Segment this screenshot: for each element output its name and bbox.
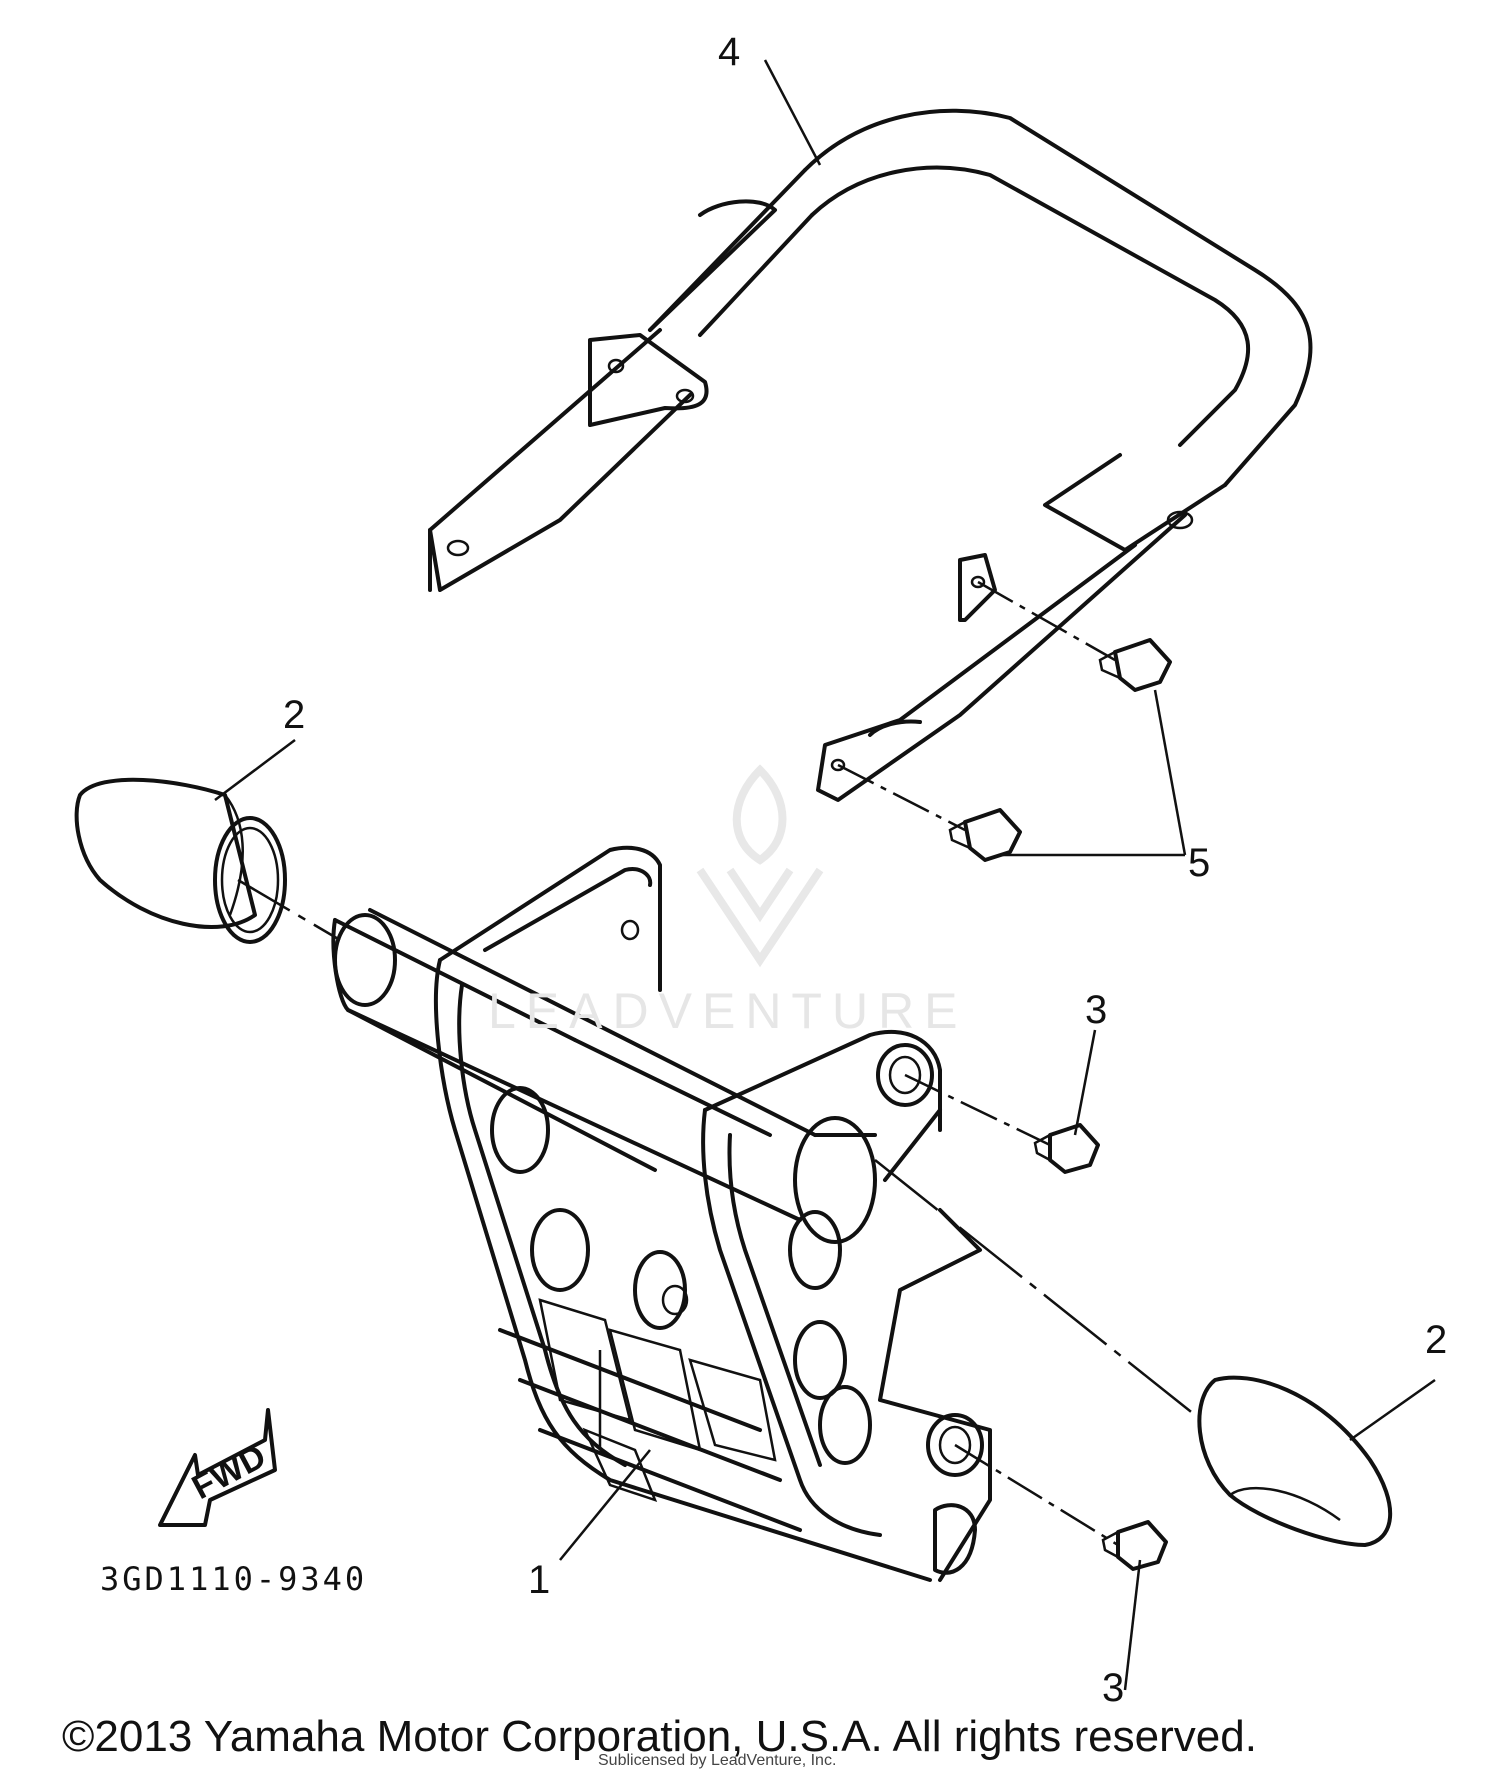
assembly-lines — [214, 59, 1436, 1691]
bolt-part-5-upper — [1098, 638, 1172, 692]
watermark-text: LEADVENTURE — [488, 983, 968, 1039]
cross-tube-part — [346, 908, 877, 1244]
part-code: 3GD1110-9340 — [100, 1560, 368, 1598]
leadventure-logo-icon — [696, 764, 824, 968]
end-cap-part-right — [1197, 1375, 1393, 1547]
bolt-part-3-lower — [1101, 1520, 1168, 1571]
callout-5: 5 — [1188, 841, 1211, 885]
sublicense-notice: Sublicensed by LeadVenture, Inc. — [598, 1752, 837, 1769]
callout-3-top: 3 — [1085, 988, 1108, 1032]
fwd-label: FWD — [186, 1437, 272, 1507]
skid-plate-part — [331, 845, 992, 1582]
fwd-arrow-icon: FWD — [158, 1408, 277, 1527]
callout-2-left: 2 — [283, 693, 306, 737]
callout-3-bottom: 3 — [1102, 1666, 1125, 1710]
callout-4: 4 — [718, 30, 741, 74]
callout-2-right: 2 — [1425, 1318, 1448, 1362]
end-cap-part-left — [74, 777, 287, 944]
callout-1: 1 — [528, 1558, 551, 1602]
bolt-part-5-lower — [948, 808, 1022, 862]
grab-bar-part — [428, 108, 1313, 802]
copyright-notice: ©2013 Yamaha Motor Corporation, U.S.A. A… — [62, 1712, 1257, 1761]
bolt-part-3-upper — [1033, 1123, 1100, 1174]
